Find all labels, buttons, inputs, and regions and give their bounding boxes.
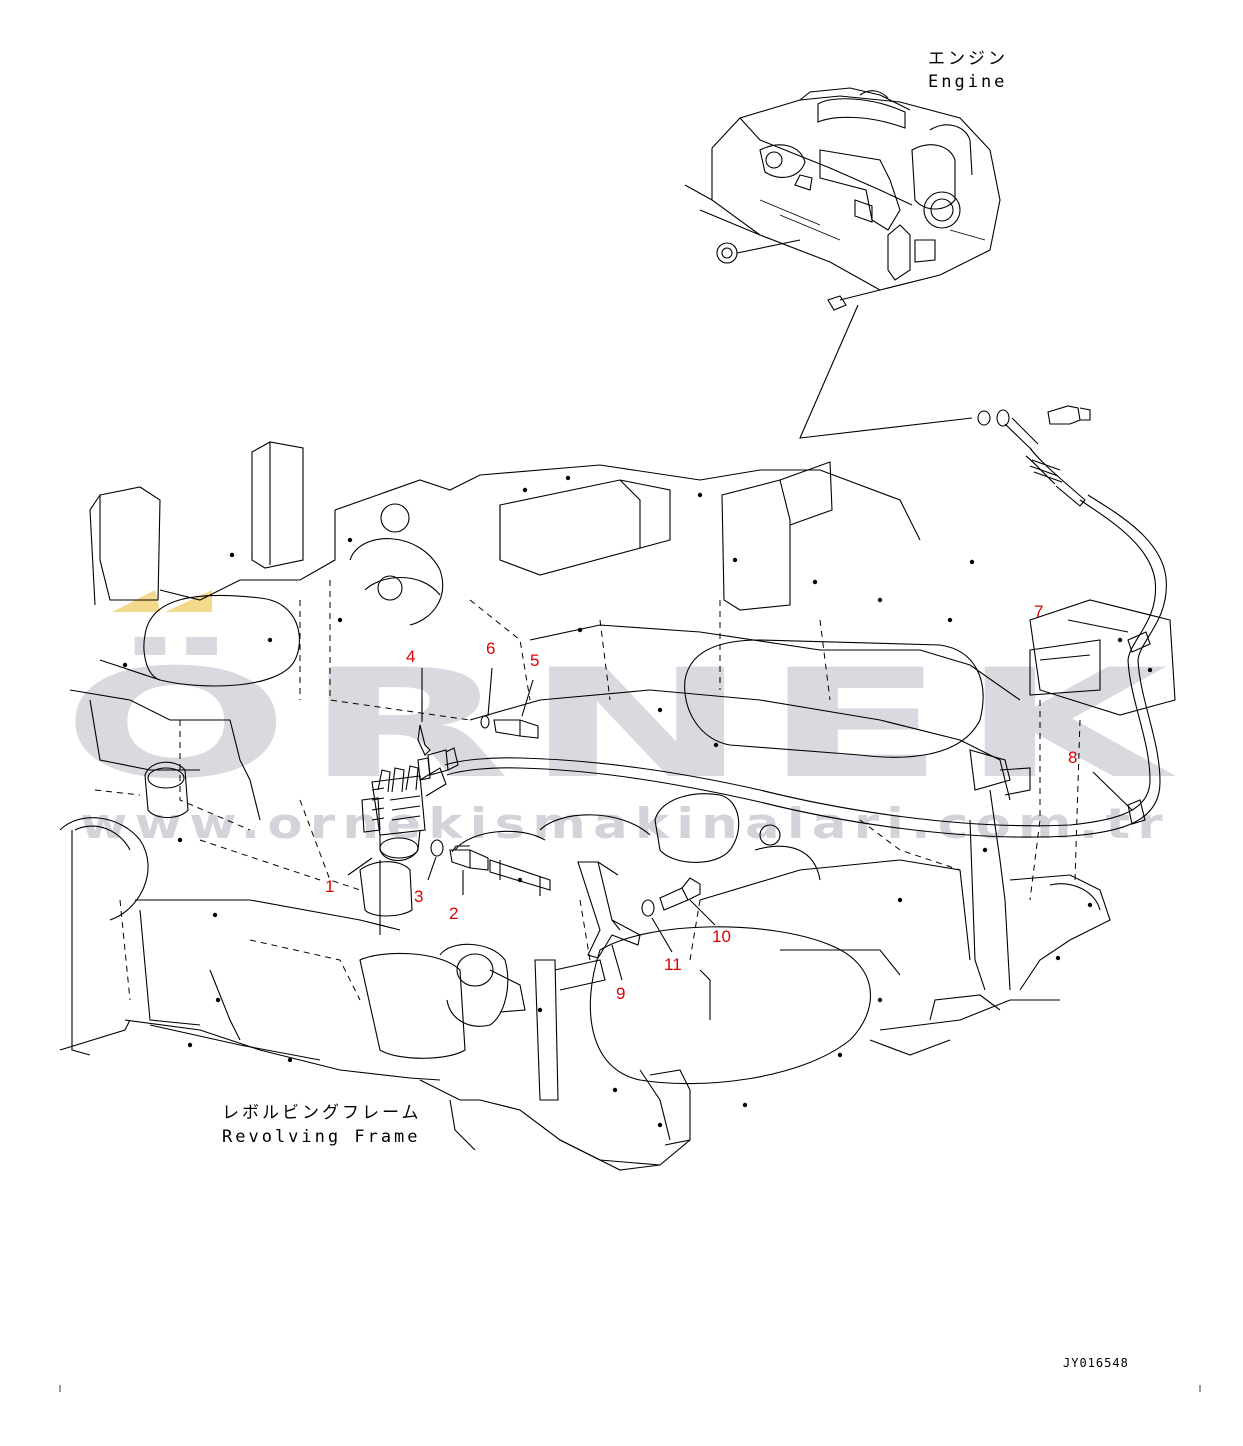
cable-drawing — [417, 494, 1167, 838]
callout-3: 3 — [414, 887, 423, 906]
frame-holes — [122, 475, 1153, 1128]
callout-6: 6 — [486, 639, 495, 658]
frame-label-en: Revolving Frame — [222, 1127, 421, 1147]
callout-1: 1 — [325, 877, 334, 896]
callout-4: 4 — [406, 647, 415, 666]
callout-8: 8 — [1068, 748, 1077, 767]
frame-label-jp: レボルビングフレーム — [222, 1103, 422, 1123]
cable-end-fittings — [977, 405, 1091, 507]
part-6-washer — [480, 715, 490, 729]
watermark-accent — [112, 590, 160, 612]
callout-9: 9 — [616, 984, 625, 1003]
callout-10: 10 — [712, 927, 731, 946]
callout-11: 11 — [664, 955, 682, 974]
part-10-bolt — [659, 877, 701, 911]
engine-label-en: Engine — [928, 72, 1007, 92]
part-3-washer — [430, 839, 444, 857]
callout-7: 7 — [1034, 602, 1043, 621]
part-2-bolt — [449, 845, 489, 871]
callout-5: 5 — [530, 651, 539, 670]
callout-2: 2 — [449, 904, 458, 923]
watermark-brand: ÖRNEK — [62, 636, 1182, 812]
watermark: ÖRNEK www.ornekismakinalari.com.tr — [62, 590, 1182, 848]
callouts: 1 2 3 4 5 6 7 8 9 10 11 — [325, 602, 1077, 1003]
engine-leader-line — [799, 304, 973, 439]
part-9-bracket — [577, 861, 641, 959]
part-1-solenoid — [361, 765, 447, 862]
engine-drawing: エンジン Engine — [684, 49, 1008, 311]
revolving-frame-drawing — [59, 441, 1176, 1171]
engine-label-jp: エンジン — [928, 49, 1008, 69]
drawing-number: JY016548 — [1063, 1356, 1129, 1370]
watermark-url: www.ornekismakinalari.com.tr — [80, 799, 1170, 848]
leader-lines — [347, 619, 1133, 981]
watermark-accent — [165, 590, 212, 612]
part-5-bolt — [493, 719, 539, 739]
part-11-washer — [641, 899, 655, 917]
